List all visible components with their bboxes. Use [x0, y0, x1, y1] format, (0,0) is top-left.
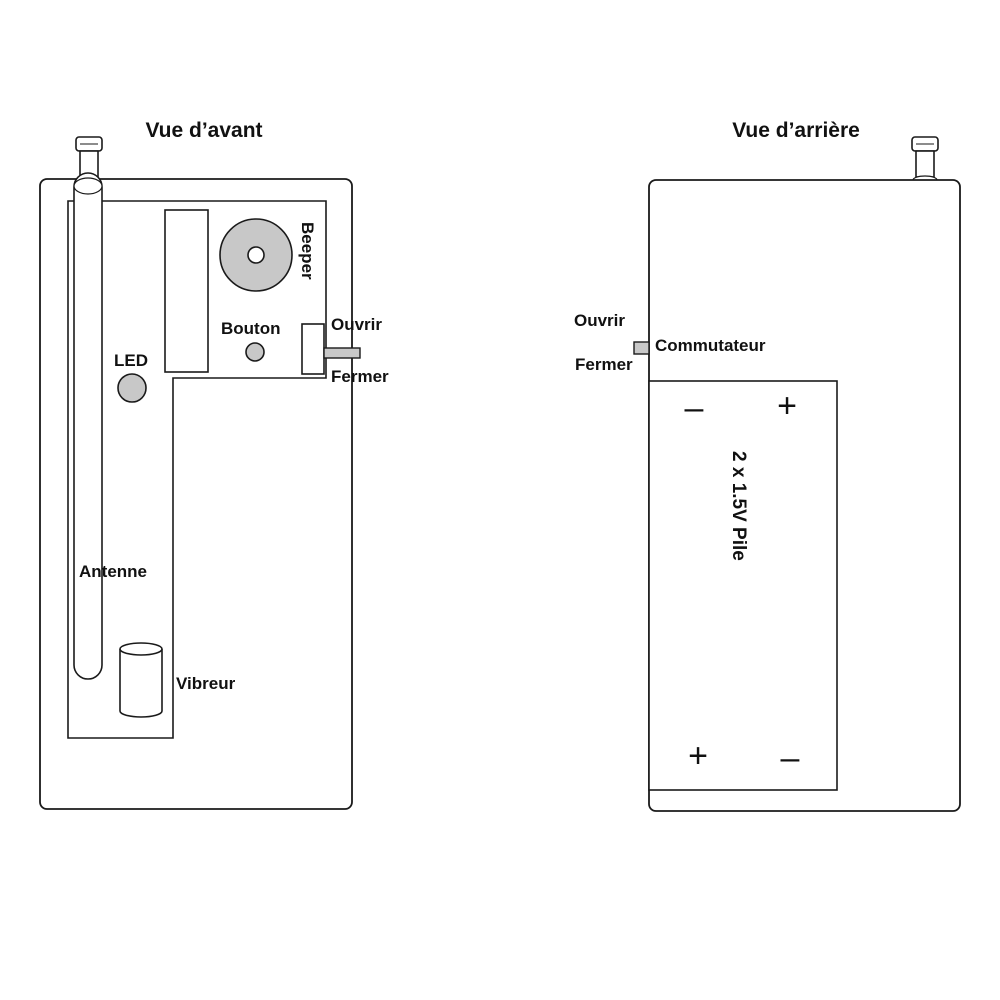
front-antenna-tip	[75, 136, 103, 178]
back-antenna-tip	[911, 136, 939, 185]
commutateur-label: Commutateur	[655, 336, 766, 355]
back-view-title: Vue d’arrière	[732, 119, 860, 142]
led	[117, 373, 147, 403]
battery-label: 2 x 1.5V Pile	[728, 451, 749, 561]
front-switch-lever	[323, 347, 361, 359]
back-fermer-label: Fermer	[575, 355, 633, 374]
battery-sign-top-right: +	[777, 387, 797, 425]
bouton	[245, 342, 265, 362]
vibreur	[119, 642, 163, 718]
front-ouvrir-label: Ouvrir	[331, 315, 382, 334]
battery-sign-top-left: –	[685, 389, 704, 427]
beeper	[219, 218, 293, 292]
antenna-rod	[73, 172, 103, 680]
battery-sign-bottom-left: +	[688, 737, 708, 775]
back-switch	[633, 341, 650, 355]
front-view-title: Vue d’avant	[145, 119, 262, 142]
antenne-label: Antenne	[79, 562, 147, 581]
back-view: Vue d’arrière Ouvrir Fermer Commutateur …	[574, 119, 961, 812]
led-label: LED	[114, 351, 148, 370]
battery-sign-bottom-right: –	[781, 739, 800, 777]
front-switch-housing	[301, 323, 325, 375]
circuit-board	[67, 200, 327, 739]
module-block	[164, 209, 209, 373]
bouton-label: Bouton	[221, 319, 280, 338]
front-view: Vue d’avant Beeper Bouton Ouvrir Fermer	[39, 119, 389, 810]
beeper-label: Beeper	[298, 222, 317, 280]
battery-compartment	[648, 380, 838, 791]
front-fermer-label: Fermer	[331, 367, 389, 386]
vibreur-label: Vibreur	[176, 674, 236, 693]
back-ouvrir-label: Ouvrir	[574, 311, 625, 330]
